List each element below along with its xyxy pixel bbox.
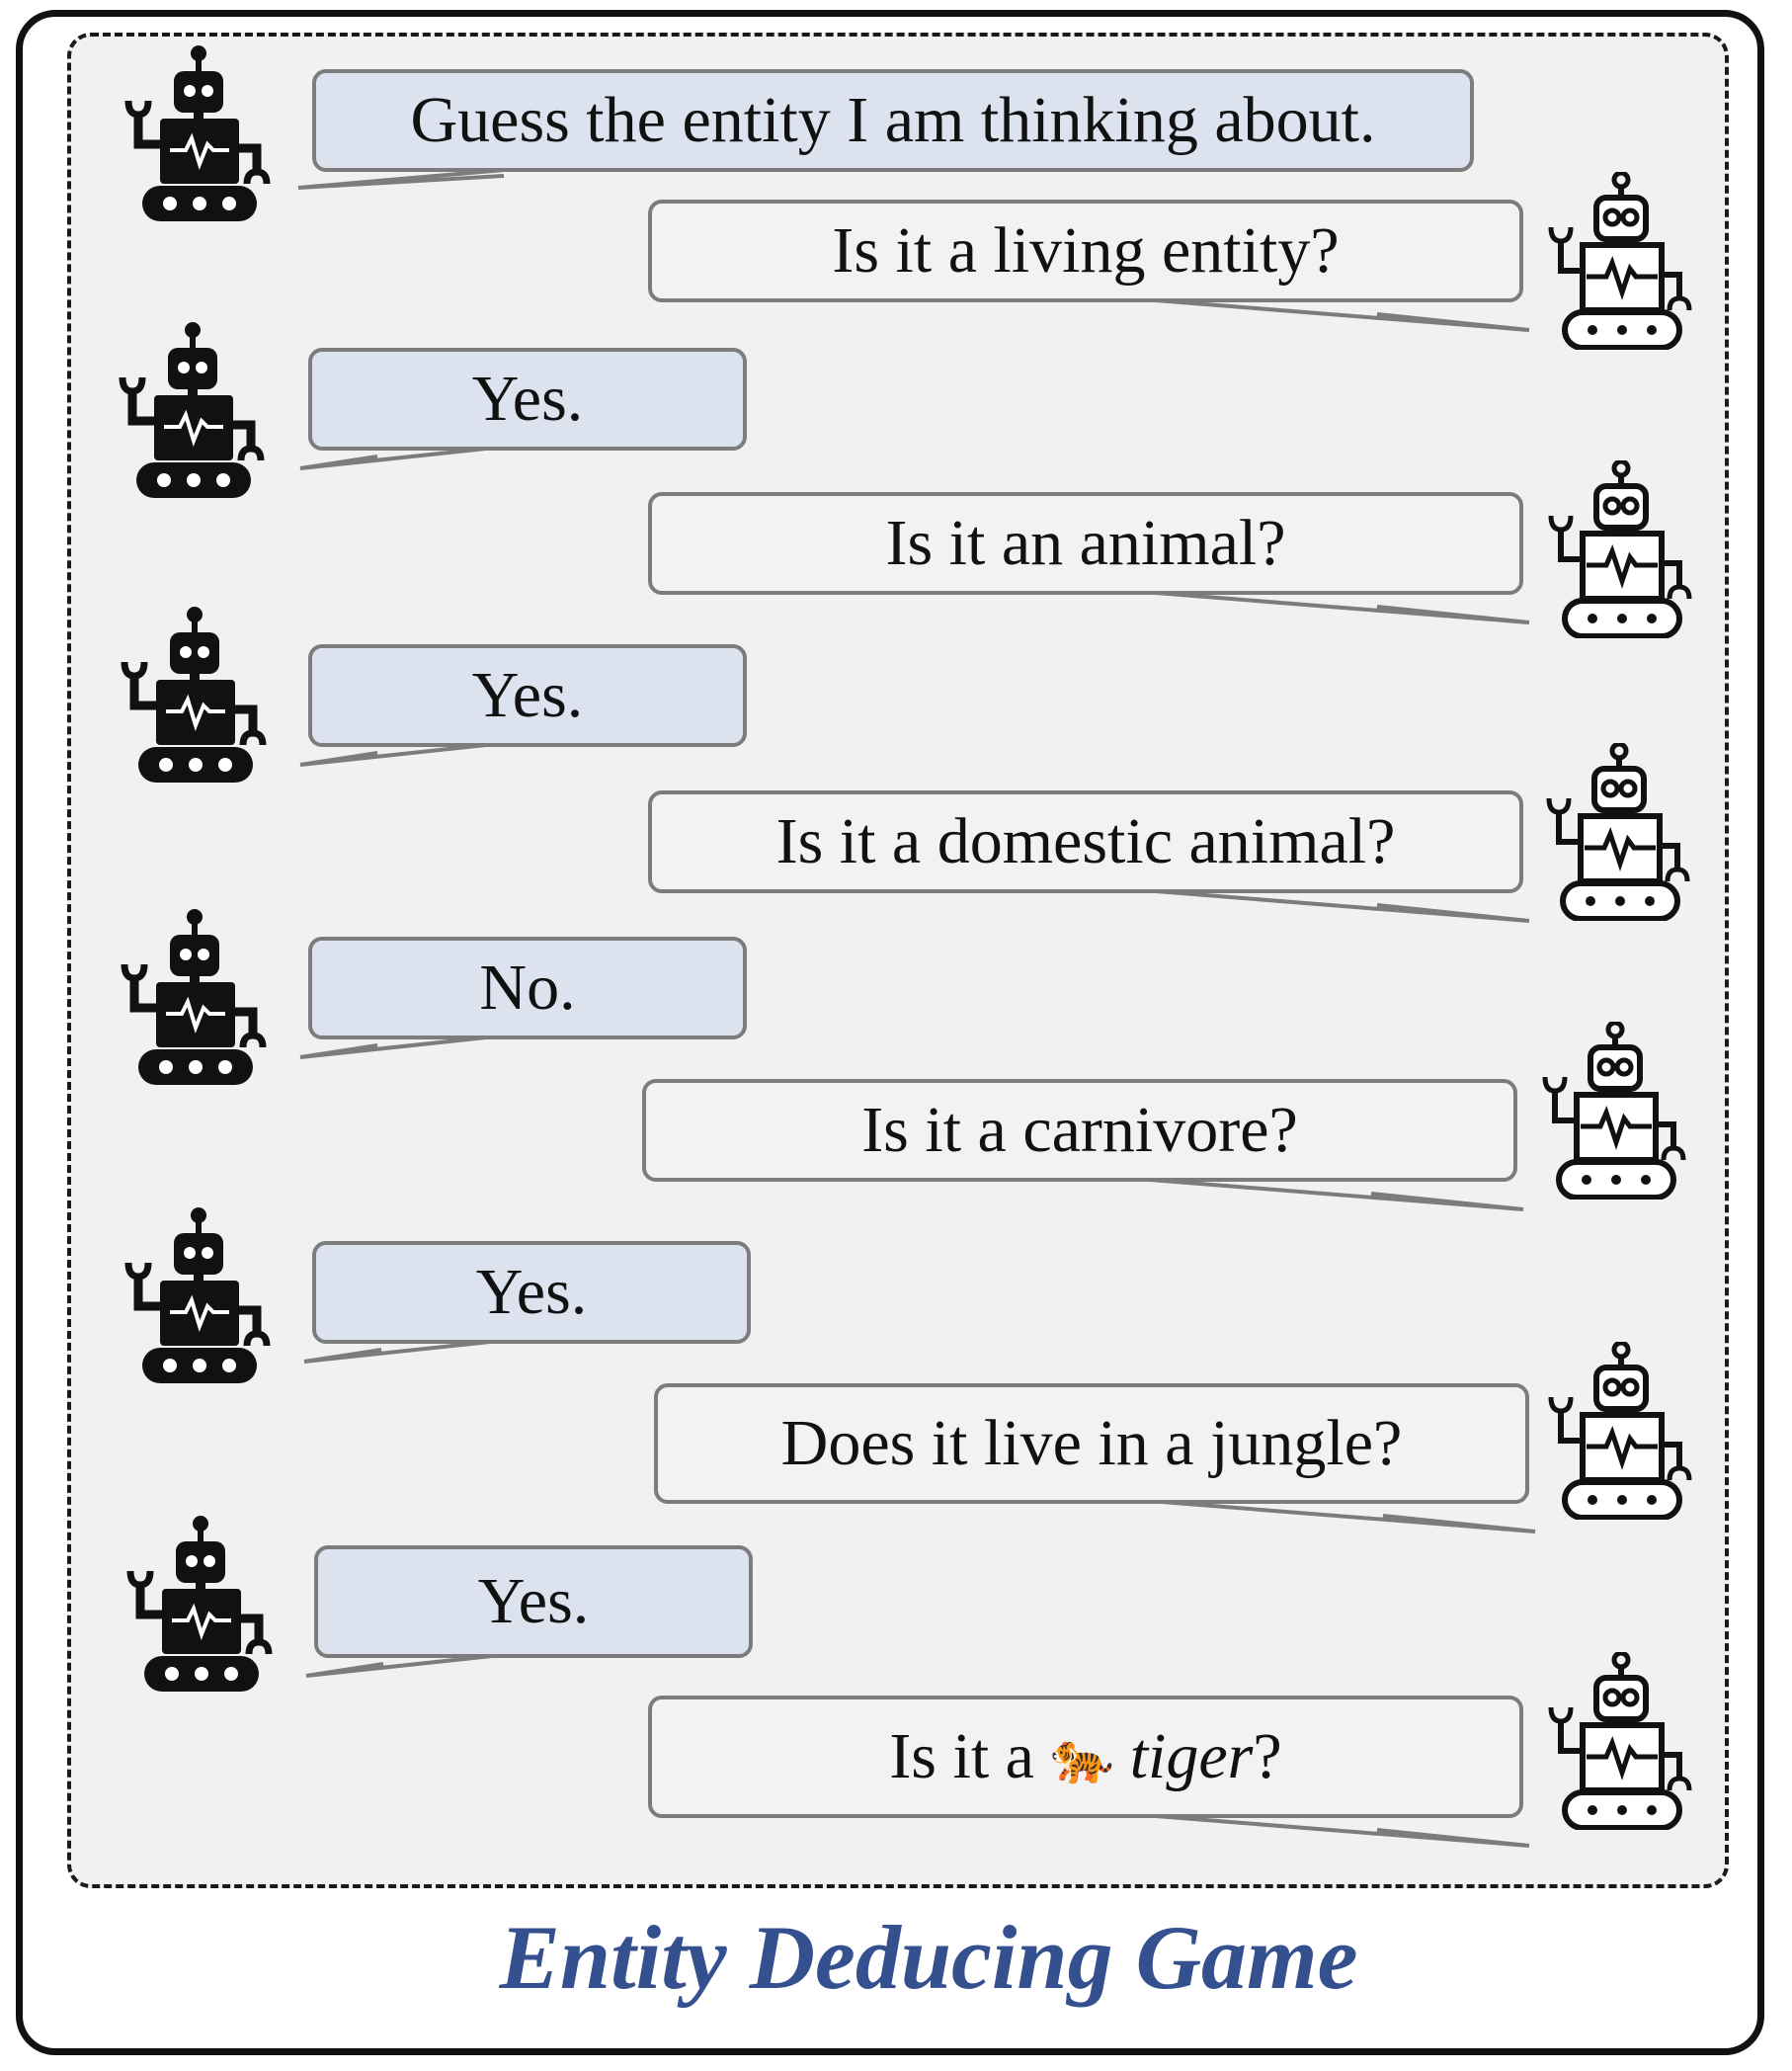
final-guess-bubble: Is it a 🐅 tiger?: [648, 1696, 1523, 1818]
bubble-tail: [1155, 591, 1530, 624]
robot-outline-icon: [1547, 460, 1695, 638]
robot-solid-icon: [124, 1207, 273, 1385]
robot-solid-icon: [126, 1516, 275, 1694]
answer-bubble: Yes.: [308, 644, 747, 747]
robot-solid-icon: [121, 909, 269, 1087]
bubble-text: Does it live in a jungle?: [780, 1407, 1403, 1479]
robot-outline-icon: [1547, 1652, 1695, 1830]
answer-bubble: Guess the entity I am thinking about.: [312, 69, 1474, 172]
tiger-icon: 🐅: [1049, 1729, 1114, 1786]
robot-solid-icon: [121, 607, 269, 785]
bubble-tail: [1149, 1178, 1524, 1211]
bubble-tail: [299, 447, 487, 470]
bubble-tail: [299, 1036, 487, 1059]
answer-bubble: Yes.: [312, 1241, 751, 1344]
bubble-text: Yes.: [471, 659, 584, 731]
bubble-text: Is it a domestic animal?: [775, 805, 1396, 877]
bubble-tail: [1161, 1500, 1536, 1533]
bubble-tail: [1155, 1814, 1530, 1848]
bubble-tail: [305, 1654, 493, 1678]
question-bubble: Does it live in a jungle?: [654, 1383, 1529, 1504]
guess-word: tiger: [1129, 1720, 1254, 1792]
robot-solid-icon: [119, 322, 267, 500]
figure-title: Entity Deducing Game: [499, 1907, 1358, 2008]
answer-bubble: No.: [308, 937, 747, 1039]
bubble-tail: [299, 743, 487, 767]
bubble-tail: [303, 1340, 491, 1364]
question-bubble: Is it a domestic animal?: [648, 790, 1523, 893]
question-bubble: Is it a carnivore?: [642, 1079, 1517, 1182]
bubble-text: Yes.: [477, 1565, 590, 1637]
bubble-tail: [1155, 298, 1530, 332]
bubble-tail: [297, 168, 505, 190]
bubble-text: Is it an animal?: [885, 507, 1286, 579]
robot-outline-icon: [1547, 172, 1695, 350]
answer-bubble: Yes.: [308, 348, 747, 451]
answer-bubble: Yes.: [314, 1545, 753, 1658]
bubble-text: Yes.: [471, 363, 584, 435]
robot-outline-icon: [1541, 1022, 1689, 1200]
bubble-text: Yes.: [475, 1256, 588, 1328]
question-bubble: Is it a living entity?: [648, 200, 1523, 302]
bubble-text: Is it a carnivore?: [861, 1094, 1298, 1166]
robot-outline-icon: [1545, 743, 1693, 921]
guess-prefix: Is it a: [889, 1720, 1034, 1792]
bubble-text: Guess the entity I am thinking about.: [410, 84, 1376, 156]
bubble-text: Is it a living entity?: [832, 214, 1340, 287]
guess-suffix: ?: [1253, 1720, 1282, 1792]
robot-solid-icon: [124, 45, 273, 223]
bubble-text: No.: [479, 952, 576, 1024]
robot-outline-icon: [1547, 1342, 1695, 1520]
bubble-tail: [1155, 889, 1530, 923]
question-bubble: Is it an animal?: [648, 492, 1523, 595]
